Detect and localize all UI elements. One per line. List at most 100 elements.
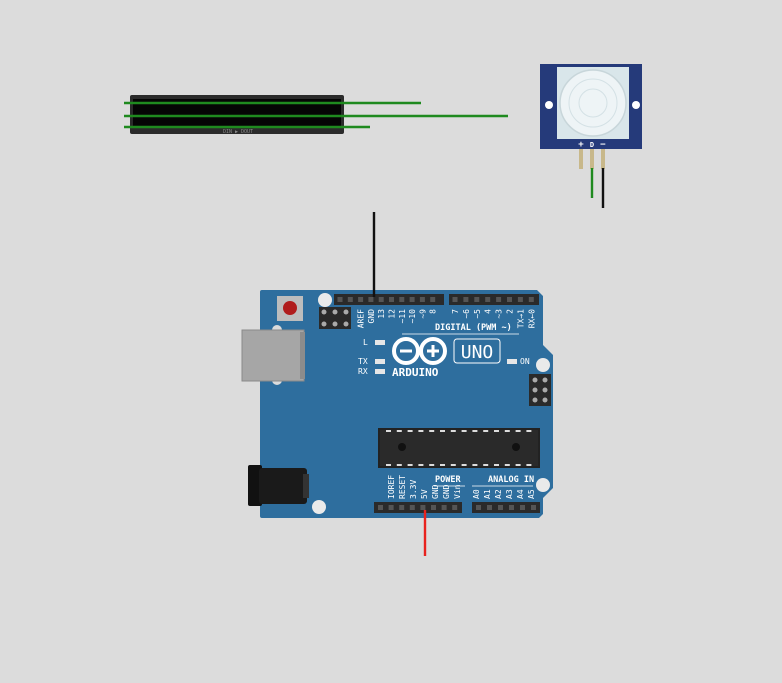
led-l-label: L <box>363 338 368 347</box>
icsp-header-right <box>529 374 551 406</box>
uno-model-text: UNO <box>461 342 494 363</box>
pin-hole[interactable] <box>419 297 425 302</box>
pir-pin-d-label: D <box>590 141 594 149</box>
pin-hole[interactable] <box>409 297 415 302</box>
power-pin-label: 5V <box>420 489 429 499</box>
pin-hole[interactable] <box>452 297 458 302</box>
pir-pin-minus[interactable] <box>601 149 605 169</box>
pin-hole[interactable] <box>496 297 502 302</box>
led-on <box>507 359 517 364</box>
pin-hole[interactable] <box>463 297 469 302</box>
pir-pin-d[interactable] <box>590 149 594 169</box>
power-pin-label: GND <box>442 484 451 499</box>
pin-hole[interactable] <box>430 297 436 302</box>
digital-pin-label: ~3 <box>495 309 504 319</box>
pin-hole[interactable] <box>389 297 394 302</box>
power-pin-label: GND <box>431 484 440 499</box>
digital-pin-holes <box>337 297 534 302</box>
icsp-header-top <box>319 307 351 329</box>
arduino-logo-text: ARDUINO <box>392 366 439 379</box>
analog-pin-label: A1 <box>483 489 492 499</box>
led-rx <box>375 369 385 374</box>
power-header[interactable] <box>374 502 462 513</box>
board-mount-hole <box>312 500 326 514</box>
pin-hole[interactable] <box>388 505 394 510</box>
pin-hole[interactable] <box>409 505 415 510</box>
strip-label: DIN ▶ DOUT <box>223 129 253 135</box>
pin-hole[interactable] <box>476 505 481 510</box>
digital-pin-label: ~10 <box>408 309 417 324</box>
power-pin-label: 3.3V <box>409 480 418 499</box>
pin-hole[interactable] <box>399 297 405 302</box>
pin-hole[interactable] <box>528 297 534 302</box>
pin-hole[interactable] <box>507 297 512 302</box>
uno-badge <box>453 338 501 364</box>
analog-header[interactable] <box>472 502 540 513</box>
analog-pin-label: A3 <box>505 489 514 499</box>
digital-pin-label: 4 <box>484 309 493 314</box>
analog-pin-label: A0 <box>472 489 481 499</box>
arduino-infinity-logo <box>392 337 447 365</box>
pin-hole[interactable] <box>378 297 384 302</box>
pin-hole[interactable] <box>520 505 525 510</box>
pin-hole[interactable] <box>420 505 426 510</box>
pin-hole[interactable] <box>358 297 364 302</box>
led-l <box>375 340 385 345</box>
digital-pin-label: 2 <box>506 309 515 314</box>
pin-hole[interactable] <box>487 505 492 510</box>
pin-hole[interactable] <box>485 297 491 302</box>
led-tx <box>375 359 385 364</box>
digital-pin-label: ~6 <box>462 309 471 319</box>
power-pin-label: RESET <box>398 475 407 499</box>
power-pin-label: IOREF <box>387 475 396 499</box>
led-tx-label: TX <box>358 357 368 366</box>
pin-hole[interactable] <box>368 297 374 302</box>
analog-section-label: ANALOG IN <box>488 475 534 485</box>
digital-pin-label: GND <box>367 309 376 324</box>
pin-hole[interactable] <box>441 505 447 510</box>
wires <box>124 101 605 556</box>
atmega-chip <box>378 428 540 468</box>
digital-pin-label: 8 <box>429 309 438 314</box>
pin-hole[interactable] <box>399 505 405 510</box>
digital-pin-label: TX→1 <box>516 309 525 328</box>
digital-pin-label: ~5 <box>473 309 482 319</box>
pin-hole[interactable] <box>509 505 514 510</box>
power-section-label: POWER <box>435 475 461 485</box>
analog-pin-label: A4 <box>516 489 525 499</box>
digital-pin-label: RX←0 <box>527 309 536 328</box>
reset-button[interactable] <box>277 296 303 321</box>
dc-power-jack <box>248 465 309 506</box>
digital-section-label: DIGITAL (PWM ~) <box>435 323 512 333</box>
pir-pin-plus-label: + <box>578 140 584 150</box>
board-mount-hole <box>536 478 550 492</box>
board-mount-hole <box>318 293 332 307</box>
digital-header-right[interactable] <box>449 294 539 305</box>
pin-hole[interactable] <box>531 505 536 510</box>
power-pin-label: Vin <box>453 484 462 499</box>
pin-hole[interactable] <box>452 505 458 510</box>
pin-hole[interactable] <box>474 297 480 302</box>
pir-dome <box>559 69 627 137</box>
pin-hole[interactable] <box>498 505 503 510</box>
pir-sensor[interactable]: + D − <box>540 64 642 169</box>
analog-pin-label: A2 <box>494 489 503 499</box>
usb-connector <box>241 329 305 382</box>
mount-hole-left <box>545 101 553 109</box>
pir-pin-plus[interactable] <box>579 149 583 169</box>
digital-pin-label: AREF <box>357 309 366 328</box>
pin-hole[interactable] <box>337 297 343 302</box>
pin-hole[interactable] <box>378 505 383 510</box>
digital-pin-label: 12 <box>388 309 397 319</box>
pin-hole[interactable] <box>431 505 436 510</box>
pin-hole[interactable] <box>517 297 523 302</box>
pin-hole[interactable] <box>347 297 353 302</box>
led-strip[interactable]: DIN ▶ DOUT <box>130 95 344 135</box>
digital-pin-label: ~11 <box>398 309 407 324</box>
digital-pin-label: 7 <box>451 309 460 314</box>
board-mount-hole <box>536 358 550 372</box>
